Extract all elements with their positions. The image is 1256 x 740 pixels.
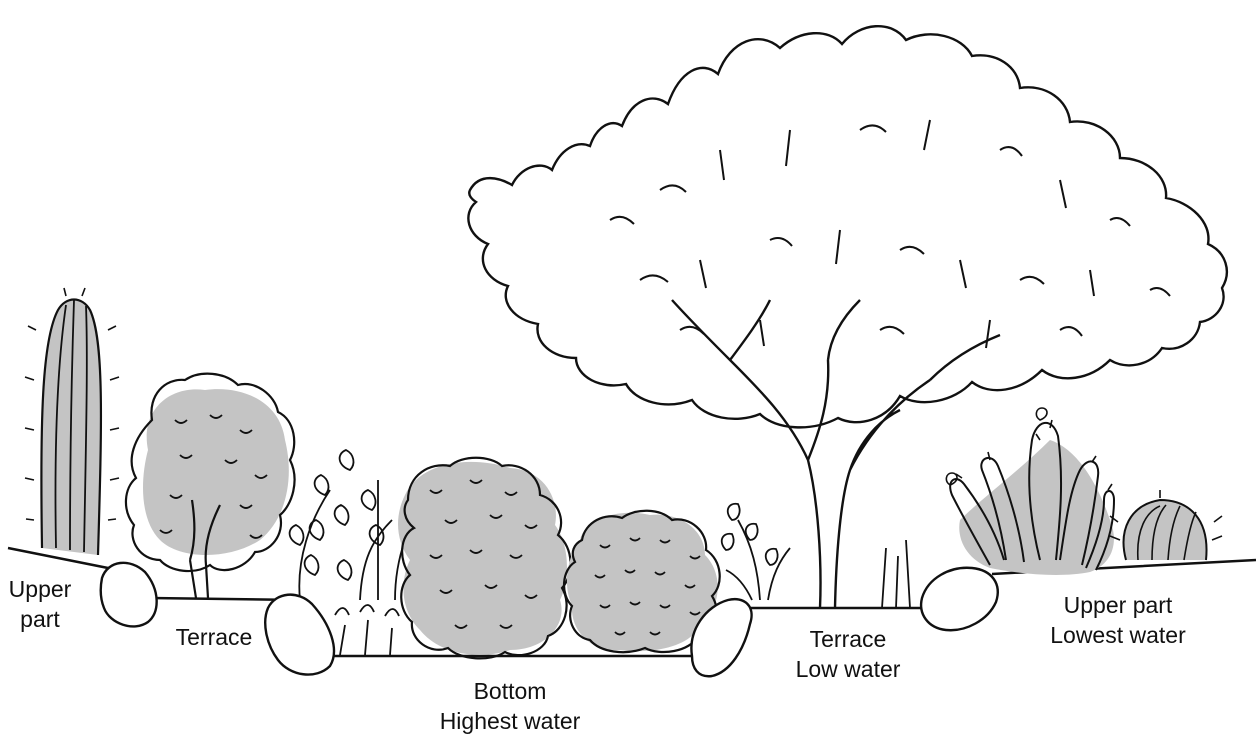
label-line: part <box>4 604 76 634</box>
label-line: Low water <box>776 654 920 684</box>
label-line: Terrace <box>776 624 920 654</box>
rock-upper-right <box>921 568 998 630</box>
tree-canopy <box>468 26 1226 427</box>
tree-trunk <box>672 300 1000 608</box>
label-line: Upper part <box>1030 590 1206 620</box>
small-plant <box>722 504 910 608</box>
label-line: Upper <box>4 574 76 604</box>
rock-upper-left <box>101 563 157 627</box>
label-line: Bottom <box>400 676 620 706</box>
large-bush <box>398 458 571 659</box>
prickly-pear-cactus <box>946 408 1114 575</box>
rounded-shrub <box>126 374 295 598</box>
label-line: Lowest water <box>1030 620 1206 650</box>
label-bottom: Bottom Highest water <box>400 676 620 736</box>
label-line: Terrace <box>164 622 264 652</box>
barrel-cactus <box>1110 490 1222 560</box>
rock-terrace-left <box>265 595 334 675</box>
columnar-cactus <box>25 288 119 555</box>
label-upper-part-left: Upper part <box>4 574 76 634</box>
label-upper-part-right: Upper part Lowest water <box>1030 590 1206 650</box>
label-terrace-left: Terrace <box>164 622 264 652</box>
label-terrace-right: Terrace Low water <box>776 624 920 684</box>
label-line: Highest water <box>400 706 620 736</box>
